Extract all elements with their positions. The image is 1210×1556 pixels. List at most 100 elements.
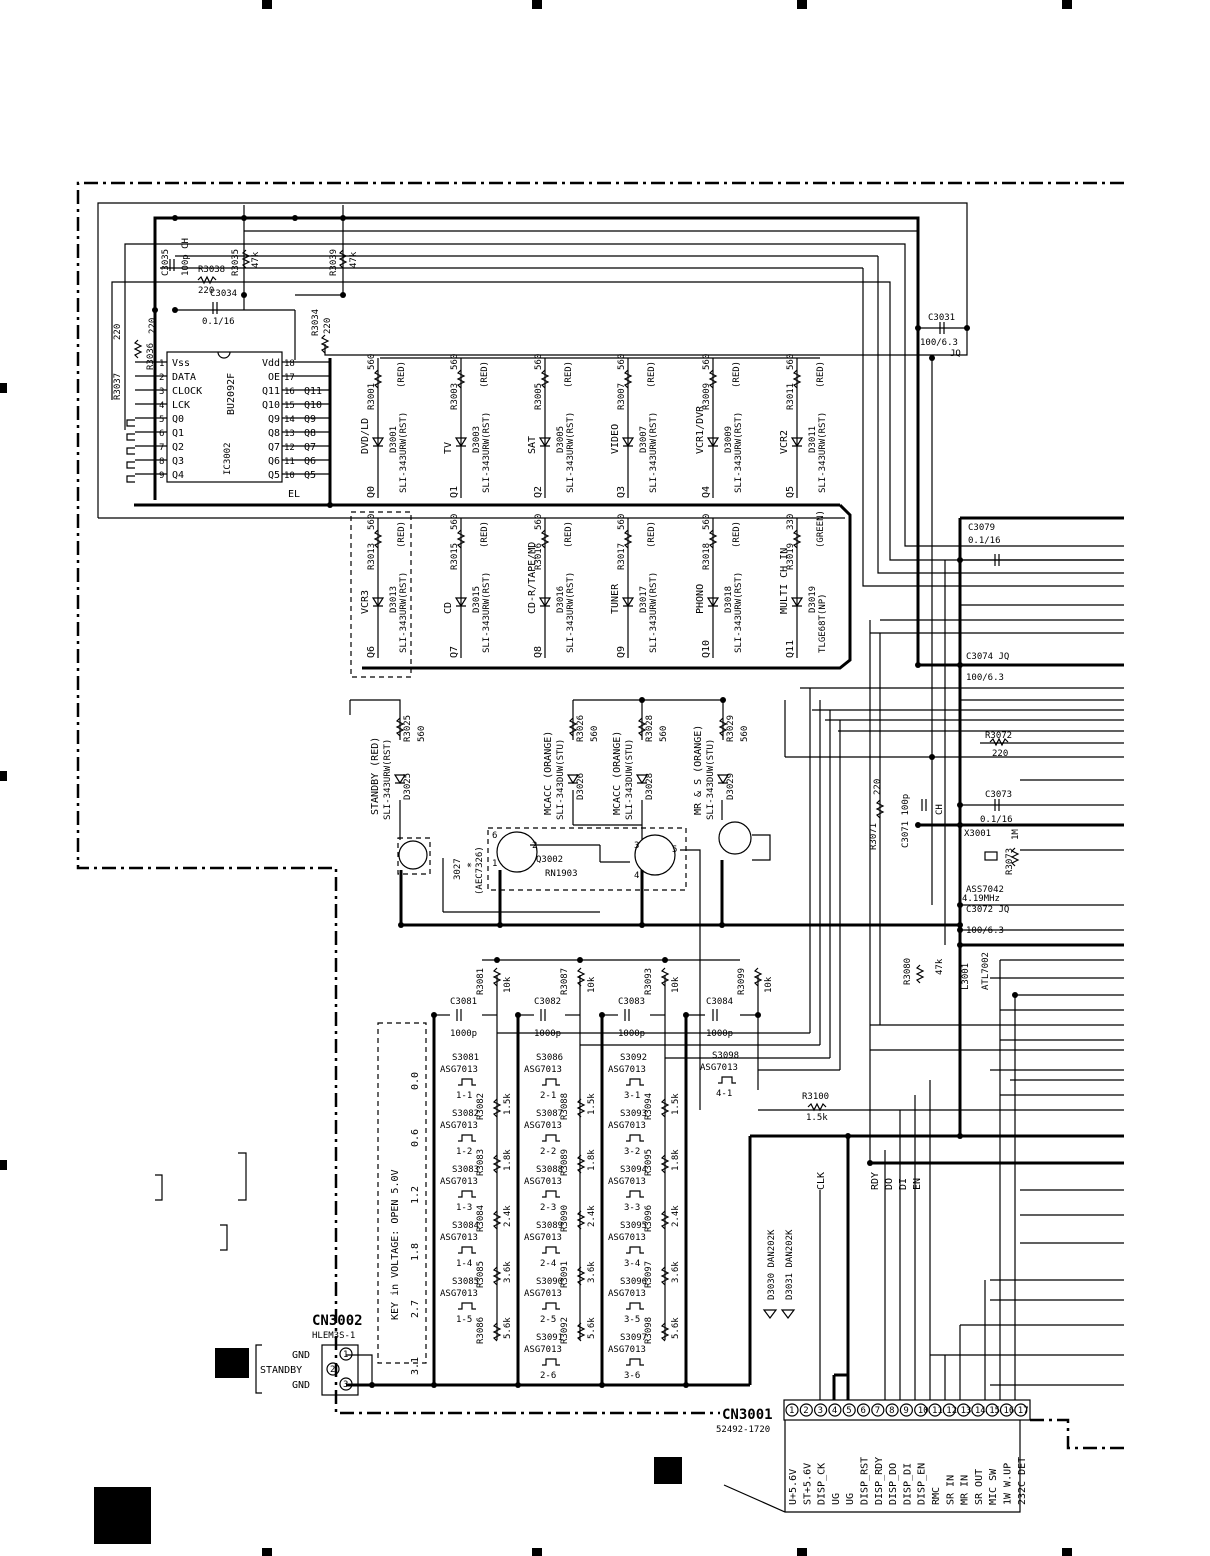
- junction-dot: [929, 355, 935, 361]
- indicator-resistor: [568, 717, 578, 737]
- led-resistor-ref: R3011: [786, 383, 796, 410]
- cap-ref: C3081: [450, 997, 477, 1007]
- switch-part: ASG7013: [608, 1121, 646, 1131]
- switch-ref: S3097: [620, 1333, 647, 1343]
- ic-outer-label: Q5: [304, 470, 316, 481]
- junction-dot: [327, 502, 333, 508]
- value-label: 220: [113, 324, 123, 340]
- switch-part: ASG7013: [524, 1121, 562, 1131]
- ref-label: L3001: [961, 963, 971, 990]
- switch-id: 2-6: [540, 1371, 556, 1381]
- led-resistor-ref: R3013: [367, 543, 377, 570]
- switch-id: 3-2: [624, 1147, 640, 1157]
- switch-ref: S3086: [536, 1053, 563, 1063]
- switch-id: 2-4: [540, 1259, 556, 1269]
- led-part: SLI-343URW(RST): [649, 412, 659, 493]
- pullup-ref: R3099: [737, 968, 747, 995]
- ref-label: C3074 JQ: [966, 652, 1009, 662]
- led-resistor-value: 560: [617, 354, 627, 370]
- transistor-ref: Q3002: [536, 855, 563, 865]
- ladder-resistor-ref: R3094: [644, 1093, 654, 1120]
- ic-outer-label: Q6: [304, 456, 316, 467]
- led-ref: D3015: [472, 586, 482, 613]
- switch-ref: S3098: [712, 1051, 739, 1061]
- junction-dot: [957, 557, 963, 563]
- transistor-ref: 3027: [453, 858, 463, 880]
- cn3001-pin-num: 2: [803, 1406, 808, 1416]
- ref-label: X3001: [964, 829, 991, 839]
- junction-dot: [957, 822, 963, 828]
- junction-dot: [957, 802, 963, 808]
- resistor: [320, 334, 330, 354]
- led-resistor-ref: R3019: [786, 543, 796, 570]
- ref-label: R3100: [802, 1092, 829, 1102]
- value-label: 100/6.3: [966, 673, 1004, 683]
- ref-label: R3073: [1005, 848, 1015, 875]
- ladder-resistor: [576, 1266, 586, 1286]
- switch-id: 2-5: [540, 1315, 556, 1325]
- junction-dot: [497, 922, 503, 928]
- ref-label: R3072: [985, 731, 1012, 741]
- led-resistor-value: 560: [367, 514, 377, 530]
- indicator-part: SLI-343URW(RST): [383, 739, 393, 820]
- cn3002-body: [321, 1344, 359, 1396]
- cn3002-pin-label: STANDBY: [260, 1365, 302, 1376]
- switch-id: 4-1: [716, 1089, 732, 1099]
- cap-ref: C3083: [618, 997, 645, 1007]
- pullup-ref: R3093: [644, 968, 654, 995]
- cn3001-pin-circle: [813, 1403, 828, 1417]
- led-resistor-ref: R3001: [367, 383, 377, 410]
- value-label: JQ: [950, 349, 961, 359]
- pullup-resistor: [492, 967, 502, 987]
- ladder-resistor: [660, 1322, 670, 1342]
- ladder-resistor: [576, 1210, 586, 1230]
- led-part: SLI-343URW(RST): [734, 572, 744, 653]
- cap-value: 1000p: [450, 1029, 477, 1039]
- ladder-resistor-value: 2.4k: [671, 1205, 681, 1227]
- switch-icon: [542, 1246, 560, 1254]
- switch-id: 1-4: [456, 1259, 472, 1269]
- cn3001-pin-circle: [999, 1403, 1014, 1417]
- junction-dot: [494, 957, 500, 963]
- transistor-icon: [634, 834, 676, 876]
- switch-part: ASG7013: [524, 1065, 562, 1075]
- switch-icon: [626, 1134, 644, 1142]
- switch-ref: S3089: [536, 1221, 563, 1231]
- transistor-icon: [398, 840, 428, 870]
- key-voltage-level: 0.6: [410, 1129, 421, 1147]
- ic-pin-num: 11: [284, 457, 295, 467]
- cn3001-pin-num: 13: [961, 1406, 972, 1416]
- ic-pin-right: Vdd: [262, 358, 280, 369]
- ref-label: C3034: [210, 289, 237, 299]
- ic-pin-num: 9: [159, 471, 164, 481]
- led-name: VIDEO: [610, 424, 621, 454]
- pullup-value: 10k: [671, 976, 681, 993]
- cn3001-pin-circle: [785, 1403, 799, 1417]
- switch-icon: [542, 1190, 560, 1198]
- cn3001-pin-num: 15: [989, 1406, 1000, 1416]
- cn3001-ref: CN3001: [722, 1407, 773, 1423]
- ladder-resistor-value: 1.8k: [671, 1149, 681, 1171]
- led-color: (RED): [397, 521, 407, 548]
- pullup-resistor: [753, 967, 763, 987]
- pullup-ref: R3087: [560, 968, 570, 995]
- ref-label: C3073: [985, 790, 1012, 800]
- led-name: DVD/LD: [360, 418, 371, 454]
- key-voltage-level: 1.8: [410, 1243, 421, 1261]
- cn3002-pin-label: GND: [292, 1380, 310, 1391]
- led-resistor: [623, 369, 633, 389]
- ic-outer-label: Q10: [304, 400, 322, 411]
- ic-pin-num: 2: [159, 373, 164, 383]
- switch-part: ASG7013: [524, 1289, 562, 1299]
- switch-part: ASG7013: [440, 1065, 478, 1075]
- transistor-pin: 2: [532, 841, 537, 851]
- led-name: PHONO: [695, 584, 706, 614]
- cn3001-pin-circle: [899, 1403, 914, 1417]
- indicator-diode-icon: [716, 774, 730, 785]
- value-label: 100/6.3: [920, 338, 958, 348]
- ladder-resistor: [576, 1154, 586, 1174]
- cn3001-signal: U+5.6V: [788, 1469, 799, 1505]
- led-diode-icon: [371, 597, 385, 608]
